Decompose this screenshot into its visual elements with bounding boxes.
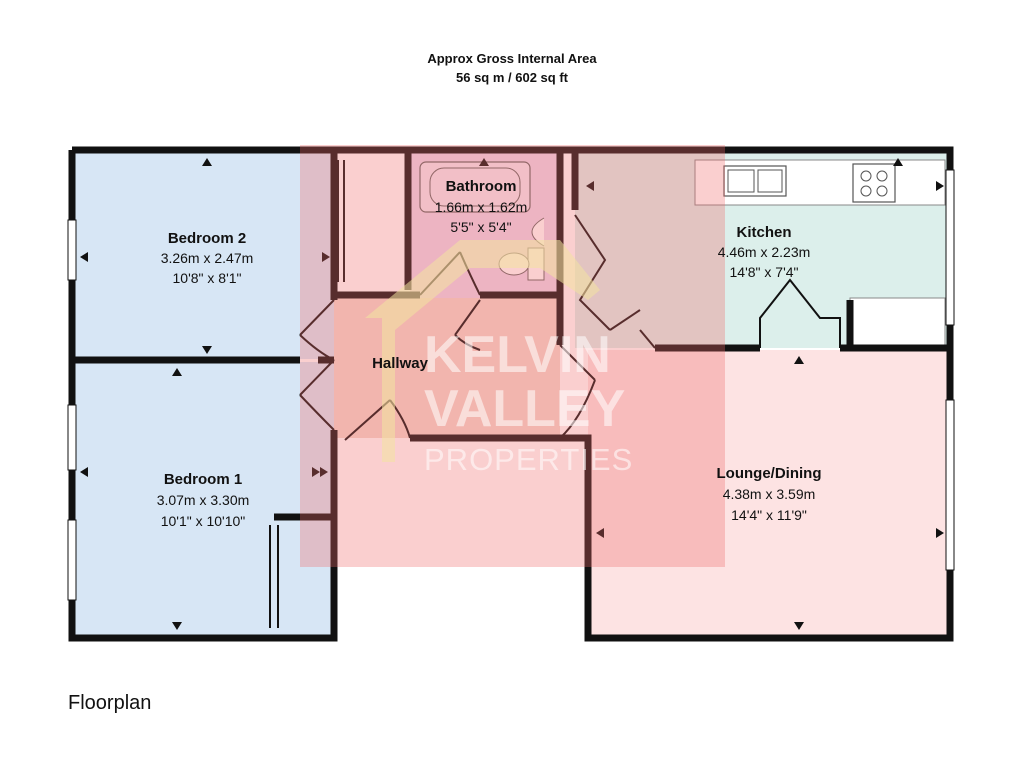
landing-floor [334, 438, 588, 638]
kitchen-unit [849, 297, 946, 347]
bathroom-name: Bathroom [446, 178, 517, 195]
room-label-bedroom1: Bedroom 1 3.07m x 3.30m 10'1" x 10'10" [157, 471, 250, 529]
dimension-arrows [80, 158, 944, 630]
bedroom1-floor [72, 362, 334, 638]
lounge-floor [588, 350, 950, 638]
bath-icon [419, 161, 531, 213]
room-label-bathroom: Bathroom 1.66m x 1.62m 5'5" x 5'4" [435, 178, 528, 235]
room-label-bedroom2: Bedroom 2 3.26m x 2.47m 10'8" x 8'1" [161, 230, 254, 286]
floorplan-label: Floorplan [68, 692, 151, 714]
bedroom1-metric: 3.07m x 3.30m [157, 492, 250, 508]
area-title: Approx Gross Internal Area [427, 51, 597, 66]
watermark-line1: KELVIN [424, 326, 611, 384]
bedroom2-metric: 3.26m x 2.47m [161, 250, 254, 266]
bedroom1-name: Bedroom 1 [164, 471, 242, 488]
lounge-metric: 4.38m x 3.59m [723, 486, 816, 502]
kitchen-name: Kitchen [736, 224, 791, 241]
hallway-name: Hallway [372, 355, 429, 372]
area-value: 56 sq m / 602 sq ft [456, 70, 569, 85]
watermark-house-arrow [365, 240, 600, 462]
sink-icon [723, 165, 787, 197]
bathroom-metric: 1.66m x 1.62m [435, 199, 528, 215]
room-label-hallway: Hallway [372, 355, 429, 372]
watermark-line3: PROPERTIES [424, 442, 633, 477]
watermark-line2: VALLEY [424, 380, 625, 438]
bedroom2-floor [72, 153, 334, 359]
bedroom2-name: Bedroom 2 [168, 230, 246, 247]
kitchen-imperial: 14'8" x 7'4" [730, 264, 799, 280]
hob-icon [852, 163, 896, 203]
watermark: KELVIN VALLEY PROPERTIES [300, 145, 725, 567]
bathroom-imperial: 5'5" x 5'4" [450, 219, 511, 235]
windows [67, 169, 955, 601]
bedroom2-imperial: 10'8" x 8'1" [173, 270, 242, 286]
cupboard-door [269, 525, 279, 628]
bedroom1-imperial: 10'1" x 10'10" [161, 513, 246, 529]
lounge-imperial: 14'4" x 11'9" [731, 507, 807, 523]
watermark-block [300, 145, 725, 567]
lounge-name: Lounge/Dining [717, 465, 822, 482]
room-label-kitchen: Kitchen 4.46m x 2.23m 14'8" x 7'4" [718, 224, 811, 280]
wardrobe-door [337, 160, 345, 282]
room-label-lounge: Lounge/Dining 4.38m x 3.59m 14'4" x 11'9… [717, 465, 822, 523]
kitchen-metric: 4.46m x 2.23m [718, 244, 811, 260]
